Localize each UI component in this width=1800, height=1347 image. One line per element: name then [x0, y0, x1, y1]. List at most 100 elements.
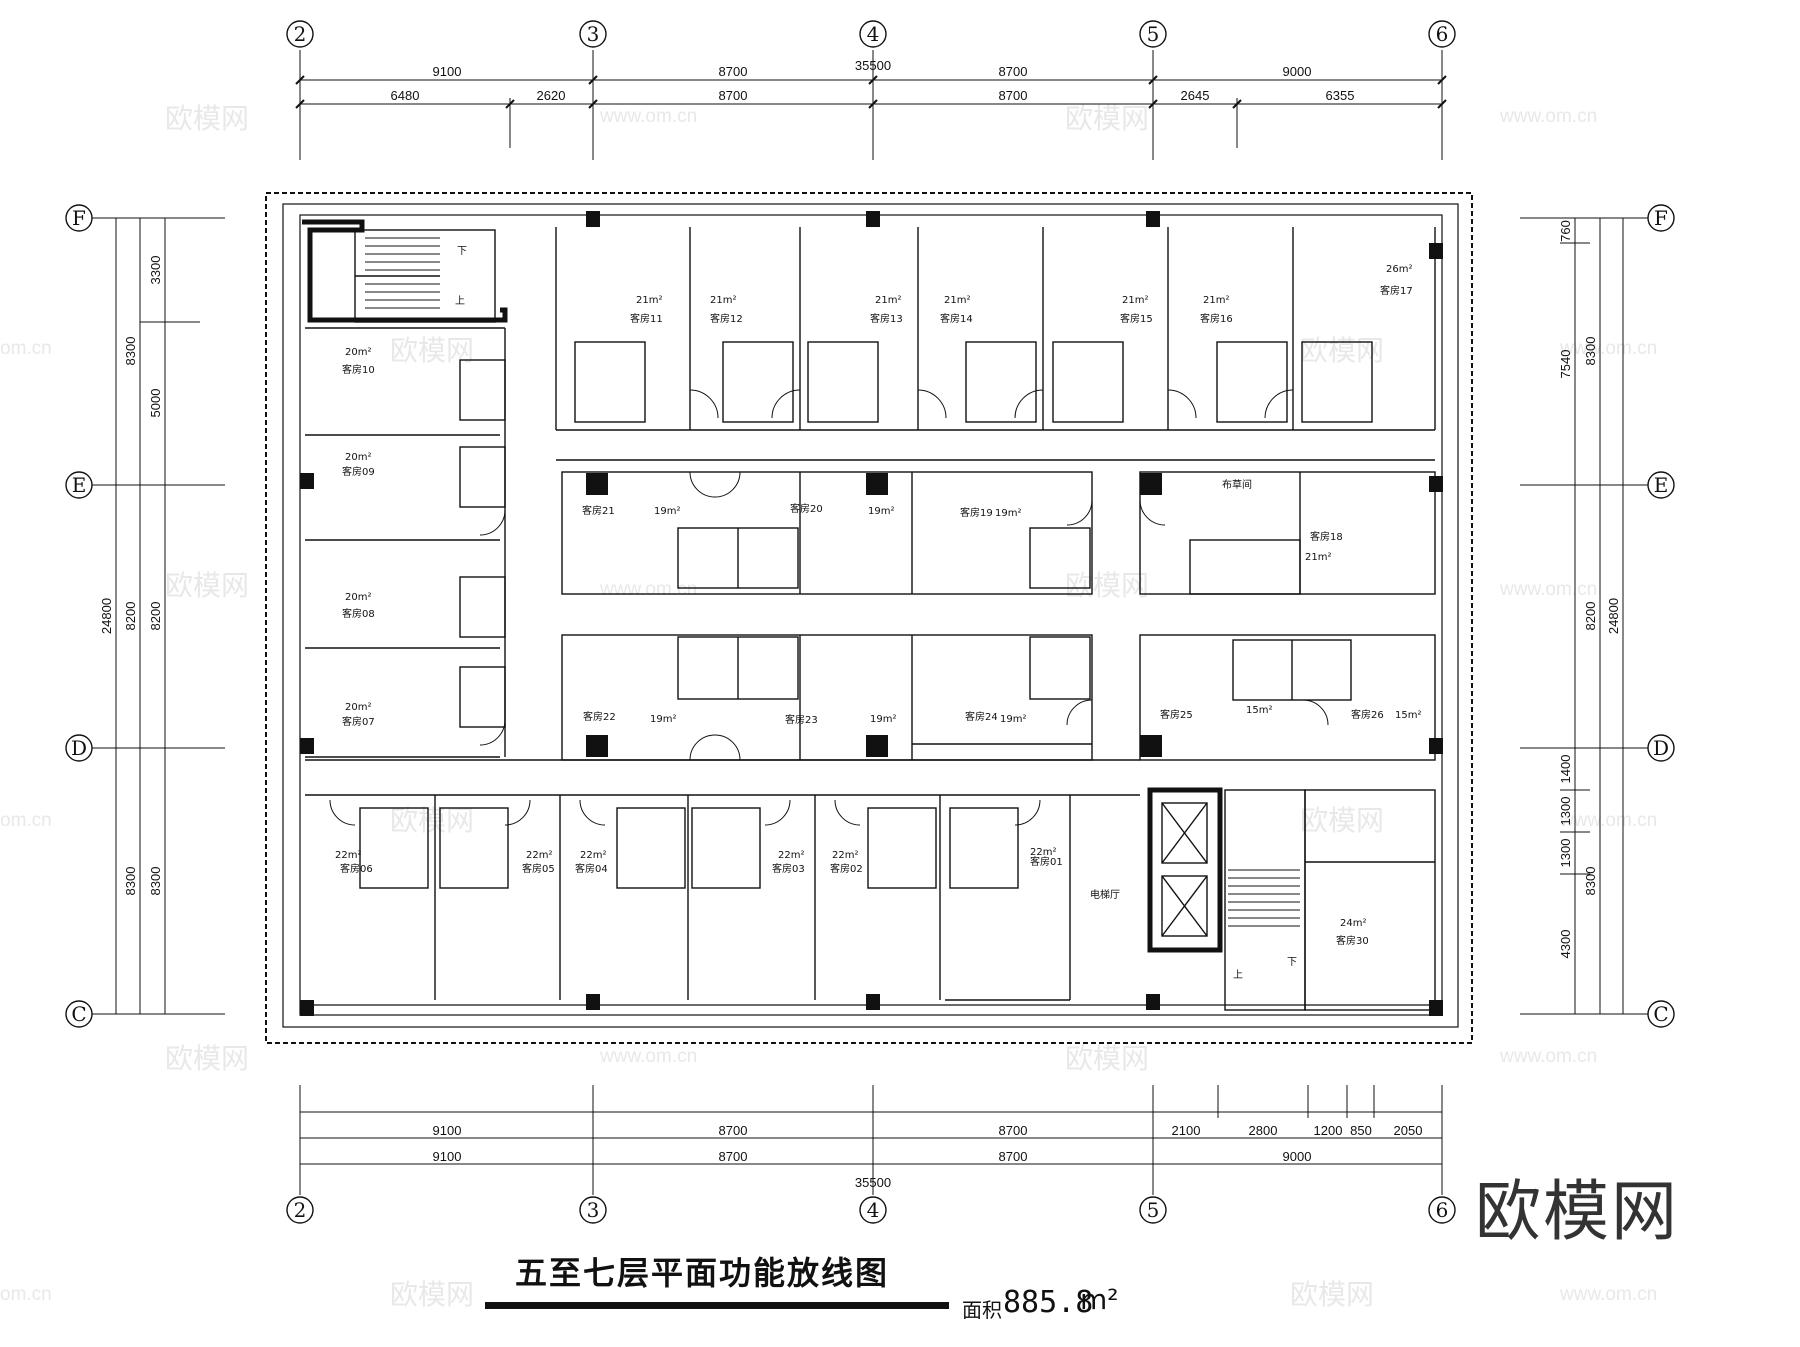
dimension-text: 8700 — [999, 88, 1028, 103]
dimension-total: 35500 — [855, 1175, 891, 1190]
title-underline — [485, 1302, 949, 1309]
room-area: 19m² — [870, 714, 896, 725]
watermark: www.om.cn — [1499, 106, 1597, 127]
area-unit: m² — [1080, 1283, 1119, 1316]
room-area: 19m² — [1000, 714, 1026, 725]
room-label: 客房26 — [1351, 708, 1384, 721]
axis-bubble — [286, 1196, 314, 1224]
dimension-text: 2050 — [1394, 1123, 1423, 1138]
room-area: 22m² — [1030, 847, 1056, 858]
watermark: www.om.cn — [1499, 1046, 1597, 1067]
axis-bubble — [859, 20, 887, 48]
dimension-text: 1200 — [1314, 1123, 1343, 1138]
room-area: 21m² — [710, 295, 736, 306]
watermark: 欧模网 — [1290, 1278, 1374, 1311]
axis-label: 3 — [587, 22, 600, 46]
watermark: 欧模网 — [390, 804, 474, 837]
axis-bubble — [1428, 20, 1456, 48]
room-area: 20m² — [345, 452, 371, 463]
dimension-text: 8200 — [148, 602, 163, 631]
room-area: 26m² — [1386, 264, 1412, 275]
dimension-text: 8200 — [123, 602, 138, 631]
axis-label: C — [71, 1002, 86, 1026]
room-area: 15m² — [1246, 705, 1272, 716]
dimension-total: 24800 — [1606, 598, 1621, 634]
room-area: 22m² — [580, 850, 606, 861]
room-area: 21m² — [1203, 295, 1229, 306]
room-area: 21m² — [1305, 552, 1331, 563]
stair-label: 上 — [455, 295, 465, 307]
watermark: 欧模网 — [1300, 804, 1384, 837]
dimension-text: 760 — [1558, 220, 1573, 242]
drawing-title: 五至七层平面功能放线图 — [515, 1254, 890, 1292]
room-label: 客房07 — [342, 715, 375, 728]
axis-bubble — [1647, 734, 1675, 762]
room-area: 22m² — [832, 850, 858, 861]
watermark: www.om.cn — [599, 1046, 697, 1067]
room-label: 客房18 — [1310, 530, 1343, 543]
watermark: om.cn — [0, 1284, 52, 1305]
room-area: 20m² — [345, 592, 371, 603]
room-label: 客房14 — [940, 312, 973, 325]
room-label: 客房19 — [960, 506, 993, 519]
axis-label: F — [72, 206, 86, 230]
room-label: 客房30 — [1336, 934, 1369, 947]
axis-bubble — [65, 204, 93, 232]
dimension-text: 4300 — [1558, 930, 1573, 959]
dimension-text: 8700 — [719, 64, 748, 79]
dimension-text: 8700 — [719, 1149, 748, 1164]
door-swings — [329, 389, 1329, 826]
room-label: 客房03 — [772, 862, 805, 875]
building-outline — [265, 192, 1473, 1044]
room-area: 19m² — [995, 508, 1021, 519]
dimension-total: 35500 — [855, 58, 891, 73]
axis-label: 4 — [867, 1198, 880, 1222]
axis-label: 6 — [1436, 1198, 1449, 1222]
watermark: om.cn — [0, 810, 52, 831]
room-label: 客房11 — [630, 312, 663, 325]
axis-bubbles — [65, 20, 1675, 1224]
room-label: 客房17 — [1380, 284, 1413, 297]
watermark: 欧模网 — [390, 1278, 474, 1311]
room-area: 21m² — [1122, 295, 1148, 306]
dimension-text: 9100 — [433, 1123, 462, 1138]
room-label: 客房25 — [1160, 708, 1193, 721]
room-label: 客房21 — [582, 504, 615, 517]
axis-label: C — [1653, 1002, 1668, 1026]
room-labels: 客房01 22m² 客房02 22m² 客房03 22m² 客房04 22m² … — [335, 246, 1421, 981]
dimension-text: 1300 — [1558, 797, 1573, 826]
watermark: www.om.cn — [599, 579, 697, 600]
boundary-dashed — [265, 192, 1473, 1044]
watermark: 欧模网 — [165, 569, 249, 602]
room-label: 客房04 — [575, 862, 608, 875]
dimension-text: 8700 — [999, 1149, 1028, 1164]
watermark: 欧模网 — [1065, 102, 1149, 135]
brand-logo: 欧模网 — [1475, 1173, 1679, 1250]
dimension-text: 1300 — [1558, 839, 1573, 868]
axis-bubble — [1428, 1196, 1456, 1224]
room-label: 客房02 — [830, 862, 863, 875]
dimension-text: 9100 — [433, 64, 462, 79]
room-label: 客房09 — [342, 465, 375, 478]
room-area: 24m² — [1340, 918, 1366, 929]
stair-label: 下 — [1287, 957, 1297, 968]
watermark: www.om.cn — [1559, 338, 1657, 359]
room-label: 客房05 — [522, 862, 555, 875]
axis-label: E — [1654, 473, 1669, 497]
room-label: 客房12 — [710, 312, 743, 325]
top-dimensions: 9100 8700 8700 9000 35500 6480 2620 8700… — [391, 58, 1355, 103]
room-area: 15m² — [1395, 710, 1421, 721]
exterior-wall-outer — [282, 203, 1459, 1028]
dimension-text: 9000 — [1283, 1149, 1312, 1164]
dimension-text: 8300 — [123, 337, 138, 366]
axis-label: 2 — [294, 1198, 307, 1222]
axis-bubble — [859, 1196, 887, 1224]
dimension-lines — [115, 79, 1624, 1165]
room-label: 客房23 — [785, 713, 818, 726]
watermark-layer: 欧模网 www.om.cn 欧模网 www.om.cn 欧模网 om.cn 欧模… — [0, 102, 1657, 1311]
room-area: 22m² — [526, 850, 552, 861]
dimension-text: 8300 — [148, 867, 163, 896]
room-label: 客房24 — [965, 710, 998, 723]
room-label: 客房06 — [340, 862, 373, 875]
axis-label: E — [72, 473, 87, 497]
